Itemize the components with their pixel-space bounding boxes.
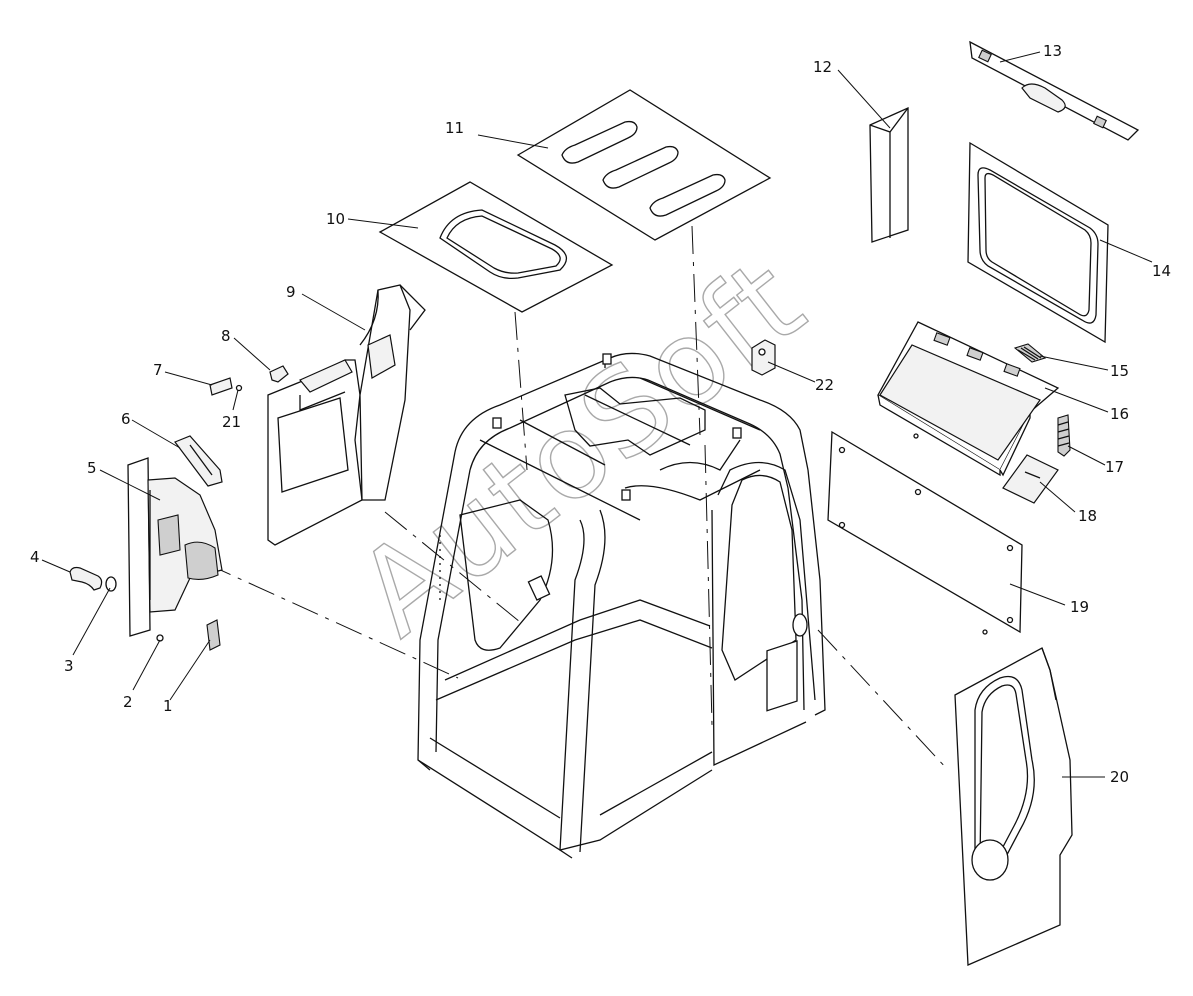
part-4-hose — [69, 566, 103, 591]
part-5-ac-unit — [127, 457, 223, 637]
part-21-rivet — [235, 384, 243, 392]
part-7-plate — [209, 377, 233, 396]
part-1-filter — [206, 619, 221, 651]
callout-16: 16 — [1110, 405, 1129, 423]
callout-7: 7 — [153, 361, 163, 379]
cab-frame — [417, 352, 826, 859]
assembly-lines — [204, 225, 949, 771]
callout-18: 18 — [1078, 507, 1097, 525]
callout-22: 22 — [815, 376, 834, 394]
callout-19: 19 — [1070, 598, 1089, 616]
callout-1: 1 — [163, 697, 173, 715]
part-11-roof-slots — [516, 89, 772, 241]
leader-lines — [41, 51, 1153, 778]
part-12-pillar-cover — [869, 106, 909, 243]
callout-3: 3 — [64, 657, 74, 675]
callout-20: 20 — [1110, 768, 1129, 786]
callout-9: 9 — [286, 283, 296, 301]
part-6-bracket — [174, 435, 223, 487]
svg-text:AutoSoft: AutoSoft — [332, 231, 829, 662]
part-8-clip — [269, 365, 289, 383]
part-18-small-plate — [1002, 454, 1059, 504]
callout-11: 11 — [445, 119, 464, 137]
part-20-door — [954, 647, 1073, 966]
part-15-grille — [1013, 343, 1047, 363]
callout-6: 6 — [121, 410, 131, 428]
part-13-top-strip — [969, 40, 1140, 141]
callout-17: 17 — [1105, 458, 1124, 476]
callout-10: 10 — [326, 210, 345, 228]
part-16-rear-box — [877, 321, 1060, 477]
part-14-rear-window — [967, 141, 1109, 344]
part-22-handle-bracket — [751, 339, 776, 376]
part-3-clamp — [105, 576, 117, 592]
callout-15: 15 — [1110, 362, 1129, 380]
part-19-rear-plate — [827, 430, 1023, 635]
part-10-roof-panel — [378, 181, 614, 313]
callout-8: 8 — [221, 327, 231, 345]
callout-labels: 1 2 3 4 5 6 7 8 9 10 11 12 13 14 15 16 1… — [30, 42, 1171, 786]
callout-12: 12 — [813, 58, 832, 76]
watermark: AutoSoft — [332, 231, 830, 663]
callout-4: 4 — [30, 548, 40, 566]
part-9-left-trim — [267, 284, 426, 546]
callout-2: 2 — [123, 693, 133, 711]
callout-21: 21 — [222, 413, 241, 431]
callout-14: 14 — [1152, 262, 1171, 280]
part-17-spring-hose — [1057, 414, 1071, 457]
callout-5: 5 — [87, 459, 97, 477]
callout-13: 13 — [1043, 42, 1062, 60]
